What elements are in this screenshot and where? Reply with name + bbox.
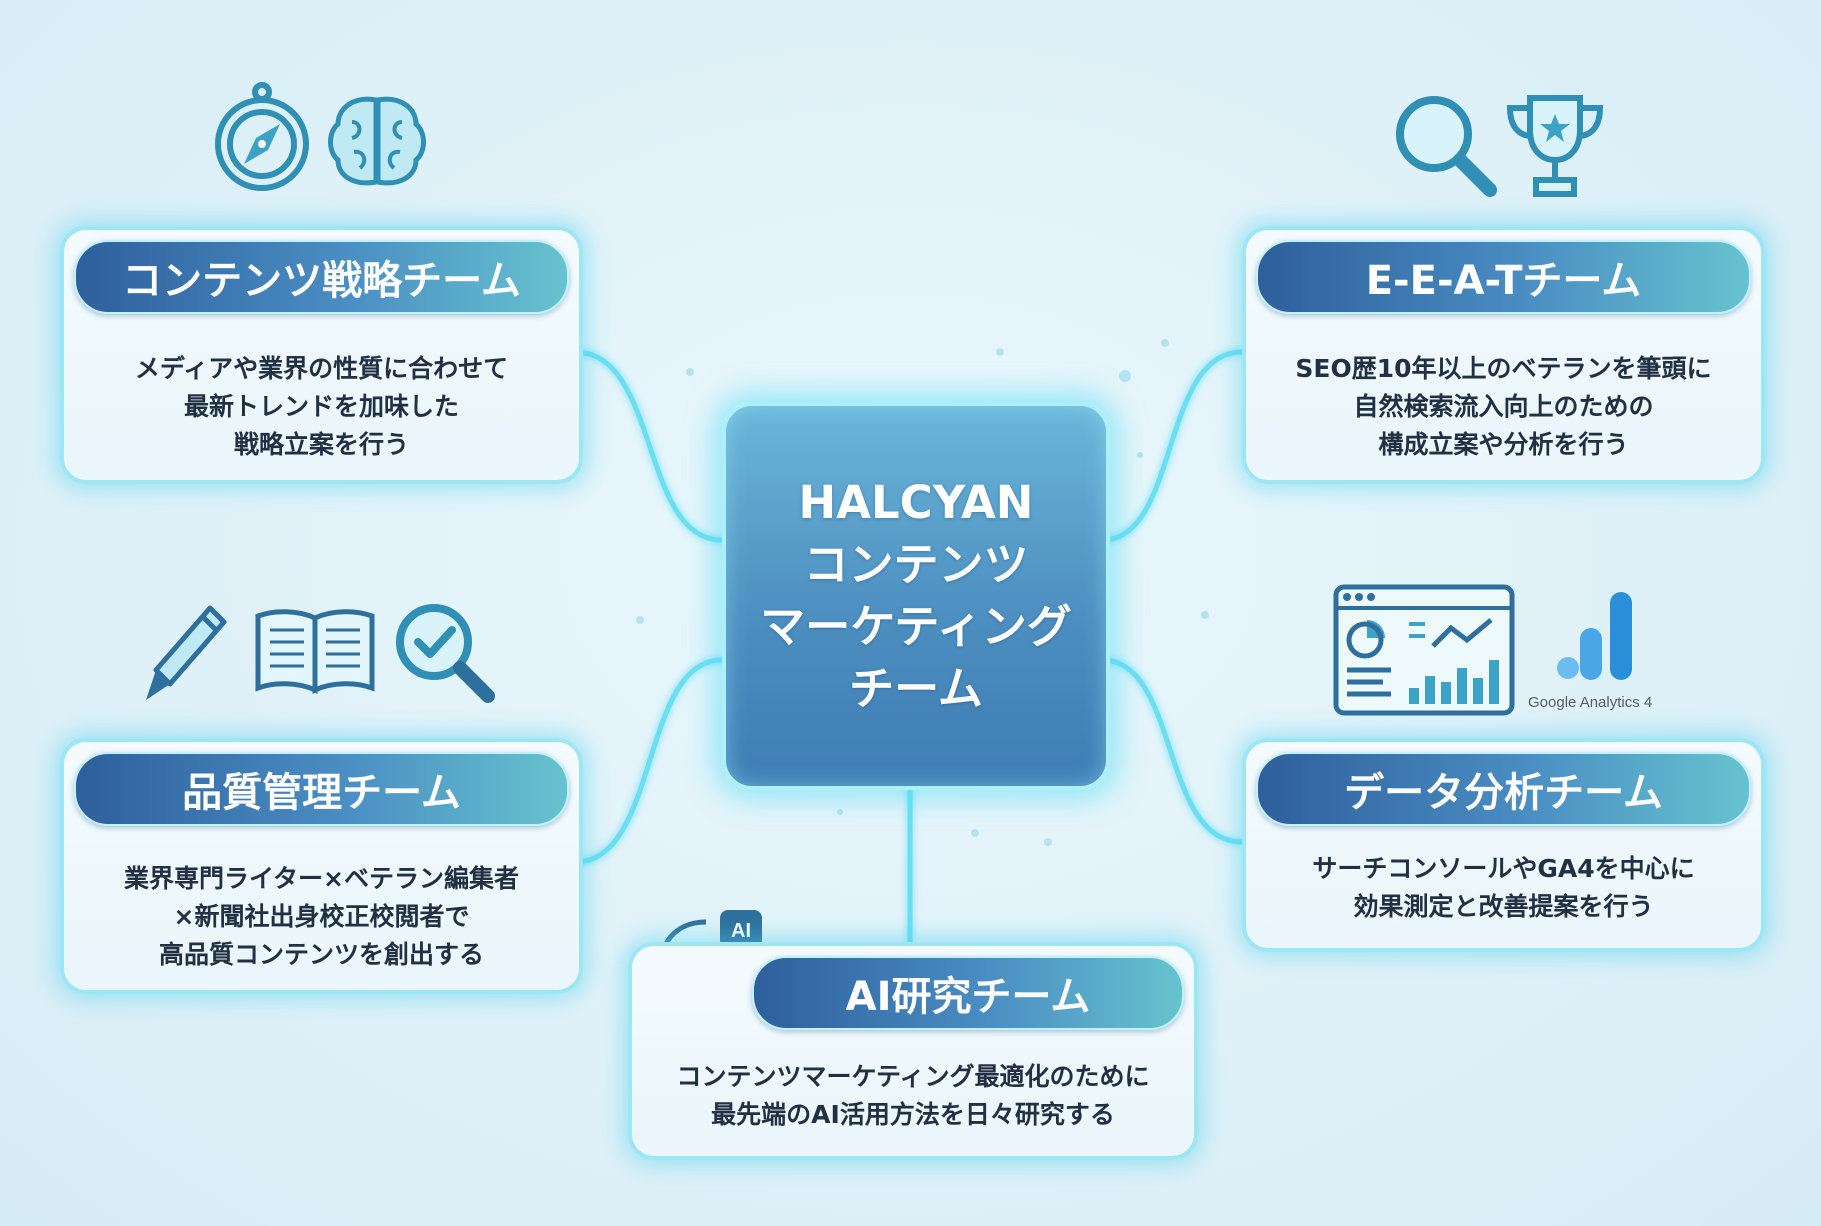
card-title-bar: AI研究チーム (752, 956, 1184, 1030)
ga4-logo-text: Google Analytics 4 (1528, 694, 1653, 711)
card-description: 業界専門ライター×ベテラン編集者 ×新聞社出身校正校閲者で 高品質コンテンツを創… (78, 860, 565, 974)
card-desc-line: 自然検索流入向上のための (1353, 392, 1654, 421)
compass-icon (215, 82, 309, 191)
card-description: メディアや業界の性質に合わせて 最新トレンドを加味した 戦略立案を行う (78, 350, 565, 464)
center-line-3: マーケティング (760, 600, 1072, 653)
dashboard-icon (1333, 584, 1515, 716)
card-description: コンテンツマーケティング最適化のために 最先端のAI活用方法を日々研究する (646, 1058, 1180, 1134)
trophy-icon (1506, 95, 1604, 197)
card-description: サーチコンソールやGA4を中心に 効果測定と改善提案を行う (1260, 850, 1747, 926)
eeat-team-card: E-E-A-Tチーム SEO歴10年以上のベテランを筆頭に 自然検索流入向上のた… (1242, 226, 1765, 484)
card-desc-line: 構成立案や分析を行う (1378, 430, 1629, 459)
connector-eeat (1099, 349, 1245, 543)
card-desc-line: ×新聞社出身校正校閲者で (173, 902, 470, 931)
quality-team-card: 品質管理チーム 業界専門ライター×ベテラン編集者 ×新聞社出身校正校閲者で 高品… (60, 738, 583, 994)
card-title-bar: 品質管理チーム (74, 752, 569, 826)
data-team-card: データ分析チーム サーチコンソールやGA4を中心に 効果測定と改善提案を行う (1242, 738, 1765, 952)
brain-icon (328, 96, 426, 186)
center-line-1: HALCYAN (798, 476, 1034, 529)
card-title: 品質管理チーム (182, 770, 461, 816)
card-desc-line: 最新トレンドを加味した (183, 392, 459, 421)
card-desc-line: 最先端のAI活用方法を日々研究する (711, 1100, 1115, 1129)
strategy-team-card: コンテンツ戦略チーム メディアや業界の性質に合わせて 最新トレンドを加味した 戦… (60, 226, 583, 484)
magnifier-check-icon (396, 604, 495, 703)
sparkle-dots (636, 339, 1209, 846)
connector-quality (572, 657, 725, 865)
card-title: コンテンツ戦略チーム (122, 258, 521, 304)
center-node: HALCYAN コンテンツ マーケティング チーム (722, 402, 1110, 790)
magnifier-icon (1396, 96, 1497, 197)
connector-strategy (572, 349, 725, 543)
card-title-bar: E-E-A-Tチーム (1256, 240, 1751, 314)
connector-data (1099, 657, 1245, 845)
google-analytics-logo (1557, 592, 1632, 680)
center-line-2: コンテンツ (803, 538, 1029, 591)
card-description: SEO歴10年以上のベテランを筆頭に 自然検索流入向上のための 構成立案や分析を… (1260, 350, 1747, 464)
card-title-bar: コンテンツ戦略チーム (74, 240, 569, 314)
card-desc-line: 戦略立案を行う (233, 430, 409, 459)
card-title: データ分析チーム (1344, 770, 1663, 816)
center-line-4: チーム (849, 662, 983, 715)
card-desc-line: サーチコンソールやGA4を中心に (1312, 854, 1695, 883)
pen-icon (146, 605, 227, 700)
card-desc-line: コンテンツマーケティング最適化のために (676, 1062, 1150, 1091)
card-title: E-E-A-Tチーム (1365, 258, 1642, 304)
card-desc-line: メディアや業界の性質に合わせて (134, 354, 509, 383)
card-desc-line: SEO歴10年以上のベテランを筆頭に (1295, 354, 1712, 383)
card-desc-line: 業界専門ライター×ベテラン編集者 (124, 864, 519, 893)
card-desc-line: 高品質コンテンツを創出する (158, 940, 484, 969)
card-desc-line: 効果測定と改善提案を行う (1353, 892, 1654, 921)
card-title-bar: データ分析チーム (1256, 752, 1751, 826)
ai-team-card: AI研究チーム コンテンツマーケティング最適化のために 最先端のAI活用方法を日… (628, 942, 1198, 1160)
book-icon (255, 609, 375, 694)
card-title: AI研究チーム (845, 974, 1091, 1020)
svg-text:AI: AI (731, 920, 751, 942)
